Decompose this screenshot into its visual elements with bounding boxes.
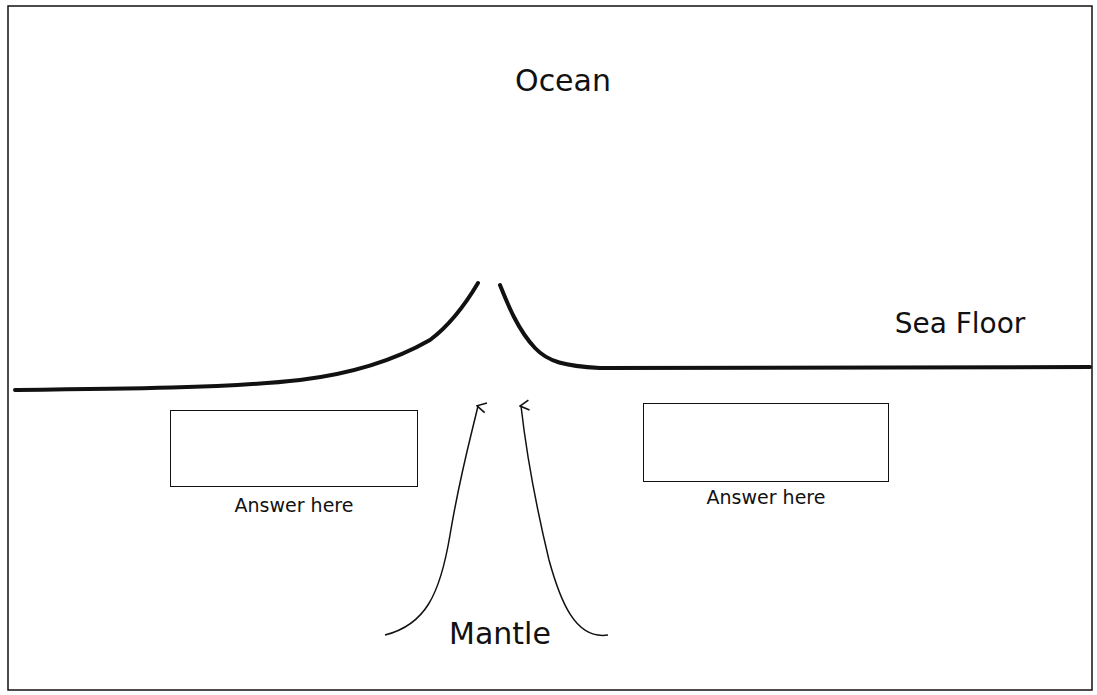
- answer-box: Answer here: [170, 410, 418, 520]
- sea-floor-right: [500, 285, 1090, 368]
- upwelling-arrow: [521, 406, 608, 635]
- sea-floor-left: [15, 283, 478, 390]
- frame: [8, 6, 1092, 690]
- ocean-label: Ocean: [515, 63, 611, 98]
- answer-caption: Answer here: [235, 494, 354, 516]
- answer-outline: [643, 403, 889, 482]
- answer-box: Answer here: [643, 403, 889, 512]
- mantle-label: Mantle: [449, 616, 551, 651]
- answer-outline: [170, 410, 418, 487]
- sea-floor-label: Sea Floor: [895, 307, 1026, 340]
- answer-caption: Answer here: [707, 486, 826, 508]
